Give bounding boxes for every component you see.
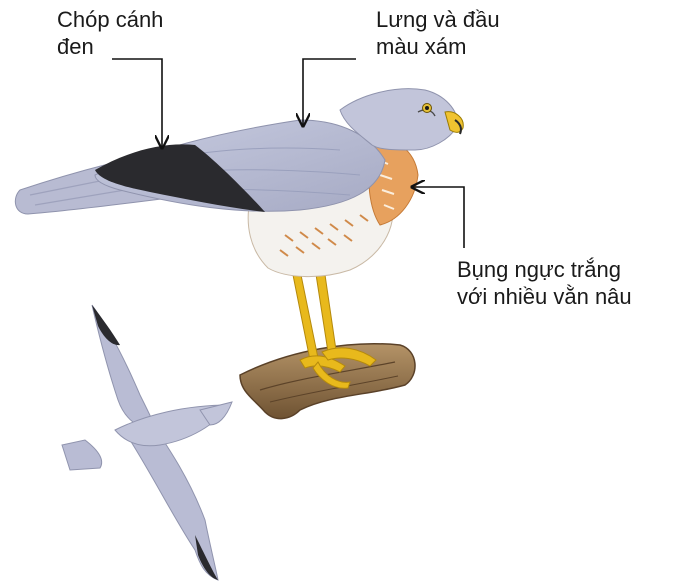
wingtip-annotation: Chóp cánh đen [57, 6, 163, 60]
flying-harrier [62, 305, 232, 580]
wingtip-annotation-line1: Chóp cánh [57, 6, 163, 33]
belly-annotation: Bụng ngực trắng với nhiều vằn nâu [457, 256, 632, 310]
wingtip-leader [112, 59, 162, 148]
back-head-annotation-line1: Lưng và đầu [376, 6, 500, 33]
back-head-annotation-line2: màu xám [376, 33, 500, 60]
perched-harrier [15, 89, 463, 419]
belly-annotation-line1: Bụng ngực trắng [457, 256, 632, 283]
belly-annotation-line2: với nhiều vằn nâu [457, 283, 632, 310]
belly-leader [412, 187, 464, 248]
wingtip-annotation-line2: đen [57, 33, 163, 60]
back-head-annotation: Lưng và đầu màu xám [376, 6, 500, 60]
